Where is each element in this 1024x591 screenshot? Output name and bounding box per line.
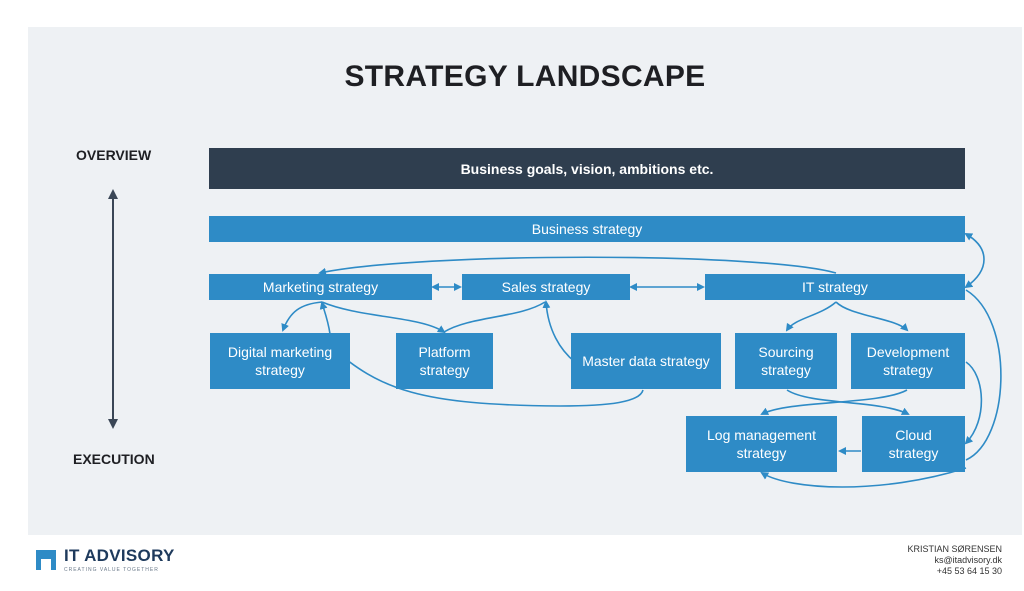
- contact-block: KRISTIAN SØRENSEN ks@itadvisory.dk +45 5…: [907, 544, 1002, 577]
- sourcing-line1: Sourcing: [758, 344, 814, 360]
- cloud-line1: Cloud: [895, 427, 932, 443]
- log-management-line1: Log management: [707, 427, 816, 443]
- footer-area: [28, 535, 1022, 591]
- contact-phone: +45 53 64 15 30: [936, 566, 1002, 576]
- business-strategy-bar: Business strategy: [209, 216, 965, 242]
- business-goals-label: Business goals, vision, ambitions etc.: [460, 160, 714, 177]
- connector-it-sourcing: [785, 301, 837, 332]
- logo-mark-icon: [36, 549, 56, 570]
- log-management-line2: strategy: [736, 445, 787, 461]
- connector-marketing-platform: [321, 301, 446, 334]
- digital-marketing-line1: Digital marketing: [227, 344, 333, 360]
- master-data-label: Master data strategy: [582, 353, 710, 369]
- connector-development-cloud: [964, 361, 983, 445]
- it-advisory-logo: IT ADVISORY CREATING VALUE TOGETHER: [36, 546, 175, 573]
- platform-line2: strategy: [419, 362, 470, 378]
- platform-line1: Platform: [418, 344, 471, 360]
- connector-log-cloud-bottom: [760, 467, 967, 488]
- connector-business-it: [964, 232, 985, 289]
- it-strategy-box: IT strategy: [705, 274, 965, 300]
- logo-brand-name: IT ADVISORY: [64, 546, 175, 565]
- development-line2: strategy: [883, 362, 933, 378]
- cloud-line2: strategy: [888, 445, 939, 461]
- development-line1: Development: [866, 344, 950, 360]
- master-data-strategy-box: Master data strategy: [571, 333, 721, 389]
- slide-title: STRATEGY LANDSCAPE: [344, 60, 706, 93]
- connector-digital-masterdata: [329, 345, 644, 407]
- platform-strategy-box: Platform strategy: [396, 333, 493, 389]
- connector-it-cloud: [965, 289, 1002, 461]
- contact-email: ks@itadvisory.dk: [934, 555, 1003, 565]
- marketing-strategy-label: Marketing strategy: [262, 279, 379, 295]
- business-strategy-label: Business strategy: [531, 221, 643, 237]
- marketing-strategy-box: Marketing strategy: [209, 274, 432, 300]
- digital-marketing-strategy-box: Digital marketing strategy: [210, 333, 350, 389]
- it-strategy-label: IT strategy: [802, 279, 868, 295]
- connector-development-log: [760, 389, 908, 415]
- logo-tagline: CREATING VALUE TOGETHER: [64, 567, 159, 573]
- sourcing-strategy-box: Sourcing strategy: [735, 333, 837, 389]
- connector-marketing-digital: [281, 301, 323, 332]
- connector-digital-marketing: [319, 301, 331, 335]
- log-management-strategy-box: Log management strategy: [686, 416, 837, 472]
- cloud-strategy-box: Cloud strategy: [862, 416, 965, 472]
- contact-name: KRISTIAN SØRENSEN: [907, 544, 1002, 554]
- digital-marketing-line2: strategy: [255, 362, 305, 378]
- sourcing-line2: strategy: [761, 362, 811, 378]
- development-strategy-box: Development strategy: [851, 333, 965, 389]
- business-goals-bar: Business goals, vision, ambitions etc.: [209, 148, 965, 189]
- connector-it-development: [835, 301, 909, 332]
- axis-overview-label: OVERVIEW: [76, 147, 152, 163]
- connector-sourcing-cloud: [786, 389, 910, 415]
- axis-execution-label: EXECUTION: [73, 451, 155, 467]
- sales-strategy-label: Sales strategy: [501, 279, 591, 295]
- connector-sales-platform: [443, 301, 546, 333]
- sales-strategy-box: Sales strategy: [462, 274, 630, 300]
- connector-marketing-it-arc: [318, 256, 837, 276]
- connector-masterdata-sales: [542, 300, 576, 363]
